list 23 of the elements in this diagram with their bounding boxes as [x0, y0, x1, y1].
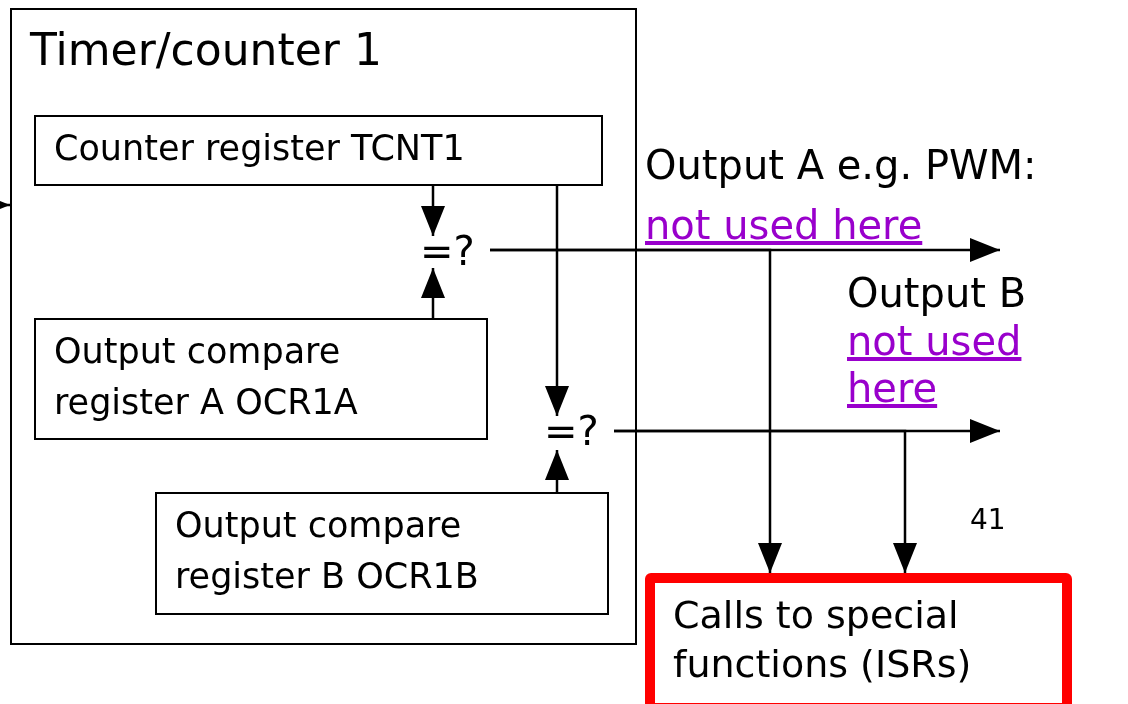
arrow	[545, 450, 569, 492]
register-label: Output compare register B OCR1B	[175, 504, 480, 598]
comparator-symbol: =?	[544, 407, 599, 456]
register-label: Counter register TCNT1	[54, 127, 465, 170]
link: not used here	[645, 201, 923, 250]
output-label: Output B	[847, 269, 1027, 318]
arrow	[421, 268, 445, 318]
arrow	[545, 186, 569, 416]
register-label: Output compare register A OCR1A	[54, 330, 359, 424]
register-box	[34, 318, 488, 440]
arrow	[614, 429, 917, 573]
arrow	[421, 186, 445, 236]
isr-box	[645, 573, 1072, 704]
output-label: Output A e.g. PWM:	[645, 141, 1037, 190]
arrow	[490, 248, 782, 573]
timer-block	[10, 8, 637, 645]
register-box	[34, 115, 603, 186]
comparator-symbol: =?	[420, 227, 475, 276]
box-text: Calls to special functions (ISRs)	[673, 592, 973, 689]
link: not used here	[847, 318, 1023, 413]
block-title: Timer/counter 1	[30, 24, 382, 75]
register-box	[155, 492, 609, 615]
page-number: 41	[970, 502, 1006, 537]
